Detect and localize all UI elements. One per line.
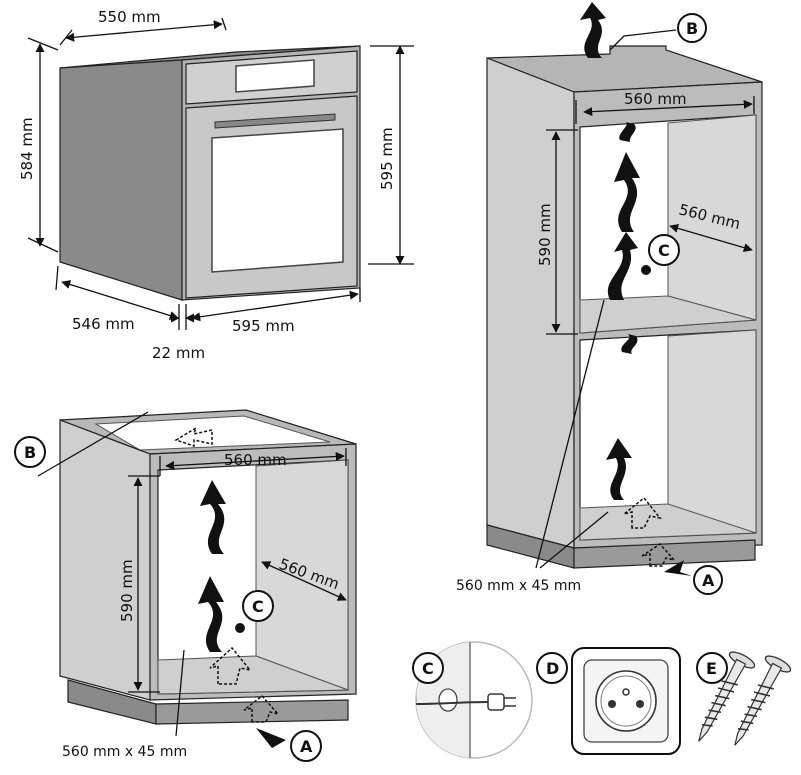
base-cabinet-top-opening <box>94 415 331 451</box>
tall-cabinet-side <box>486 57 575 549</box>
oven-height-label: 584 mm <box>18 117 36 180</box>
tall-lower-side-wall <box>667 329 757 534</box>
airflow-arrow-icon <box>621 334 638 354</box>
oven-display <box>235 59 315 93</box>
svg-text:C: C <box>658 241 670 260</box>
power-cable-icon <box>416 701 491 705</box>
airflow-arrow-icon <box>614 152 640 232</box>
oven-side <box>59 59 183 301</box>
base-width-label: 560 mm <box>224 451 287 469</box>
base-cabinet-side <box>59 419 151 701</box>
svg-text:E: E <box>706 659 717 678</box>
tall-height-label: 590 mm <box>536 203 554 266</box>
airflow-arrow-icon <box>607 232 638 300</box>
oven-illustration: 550 mm 584 mm 595 mm 546 mm 595 mm 22 mm <box>18 8 414 362</box>
svg-text:B: B <box>24 443 36 462</box>
screw-icon <box>734 655 792 746</box>
svg-text:A: A <box>702 571 715 590</box>
tall-upper-shelf <box>579 295 757 334</box>
svg-text:D: D <box>546 659 559 678</box>
callout-a-tall: A <box>693 565 723 595</box>
screw-icon <box>698 651 756 742</box>
inlet-arrow-icon <box>641 543 677 567</box>
callout-b-base: B <box>14 436 46 468</box>
tall-cabinet-illustration: 560 mm 590 mm 560 mm 560 mm x 45 mm <box>456 2 763 594</box>
inlet-arrow-icon <box>664 560 692 576</box>
oven-depth-label: 550 mm <box>98 8 161 26</box>
socket-position-dot <box>641 265 651 275</box>
svg-text:A: A <box>300 737 313 756</box>
inlet-arrow-icon <box>623 496 662 529</box>
oven-window <box>211 128 344 273</box>
callout-c-tall: C <box>648 234 680 266</box>
svg-text:C: C <box>422 659 434 678</box>
airflow-arrow-icon <box>619 122 636 142</box>
svg-text:C: C <box>252 597 264 616</box>
tall-lower-shelf <box>579 503 757 541</box>
exhaust-arrow-icon <box>580 2 606 58</box>
oven-front-height-label: 595 mm <box>378 127 396 190</box>
airflow-arrow-icon <box>198 576 224 652</box>
tall-cabinet-plinth-front <box>573 539 756 569</box>
base-vent-label: 560 mm x 45 mm <box>62 744 187 760</box>
detail-d-socket: D <box>536 647 681 755</box>
callout-c-base: C <box>242 590 274 622</box>
oven-handle <box>214 113 336 129</box>
inlet-arrow-icon <box>243 694 281 723</box>
base-height-label: 590 mm <box>118 559 136 622</box>
inlet-arrow-icon <box>209 646 252 685</box>
detail-e-screws: E <box>696 651 792 746</box>
oven-door-label: 22 mm <box>152 344 205 362</box>
base-cabinet-illustration: 560 mm 590 mm 560 mm 560 mm x 45 mm <box>37 409 357 760</box>
base-shelf <box>157 655 349 695</box>
detail-c-plug: C <box>412 641 533 759</box>
svg-text:B: B <box>686 19 698 38</box>
socket-position-dot <box>235 623 245 633</box>
callout-a-base: A <box>290 730 322 762</box>
airflow-arrow-icon <box>200 480 226 554</box>
callout-b-top: B <box>677 13 707 43</box>
power-socket-icon <box>595 670 657 732</box>
inlet-arrow-icon <box>256 728 286 748</box>
inlet-arrow-icon <box>174 426 213 448</box>
oven-width-label: 595 mm <box>232 317 295 335</box>
oven-body-depth-label: 546 mm <box>72 315 135 333</box>
airflow-arrow-icon <box>606 438 632 500</box>
plug-icon <box>487 693 505 711</box>
tall-vent-label: 560 mm x 45 mm <box>456 578 581 594</box>
tall-width-label: 560 mm <box>624 90 687 108</box>
